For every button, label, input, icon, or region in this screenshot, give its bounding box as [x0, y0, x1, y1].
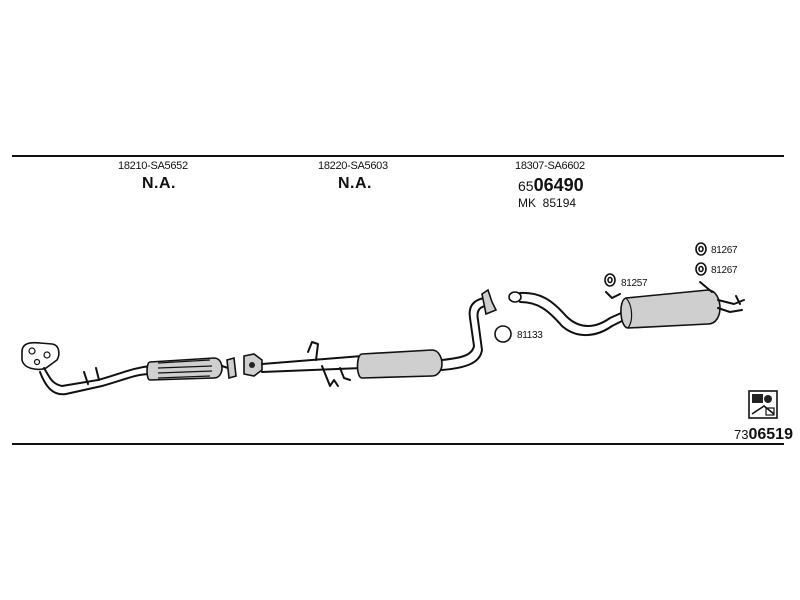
rear-muffler-part-number: 18307-SA6602 [515, 160, 585, 172]
mk-number: 85194 [542, 196, 577, 210]
callout-gasket: 81133 [517, 330, 543, 341]
catalog-badge-icon [748, 390, 778, 419]
callout-hanger-top-a: 81267 [711, 245, 738, 256]
front-pipe-status: N.A. [142, 175, 176, 192]
catalog-code: 7306519 [734, 426, 793, 444]
mid-pipe-status: N.A. [338, 175, 372, 192]
gasket-icon [494, 325, 512, 343]
catalog-code-main: 06519 [748, 426, 793, 443]
bottom-divider [12, 443, 784, 445]
mk-reference: MK 85194 [518, 196, 576, 210]
callout-hanger-mid: 81257 [621, 278, 648, 289]
top-divider [12, 155, 784, 157]
hanger-mid-icon [604, 273, 616, 287]
mid-pipe-part-number: 18220-SA5603 [318, 160, 388, 172]
mid-pipe [243, 288, 498, 387]
front-pipe-part-number: 18210-SA5652 [118, 160, 188, 172]
callout-hanger-top-b: 81267 [711, 265, 738, 276]
rear-muffler-ref: 6506490 [518, 175, 584, 196]
catalog-code-prefix: 73 [734, 427, 749, 442]
hanger-top-a-icon [695, 242, 707, 256]
ref-main: 06490 [533, 175, 584, 195]
ref-prefix: 65 [518, 178, 534, 194]
front-pipe [21, 341, 237, 396]
rear-muffler [508, 281, 745, 336]
hanger-top-b-icon [695, 262, 707, 276]
mk-label: MK [518, 196, 536, 210]
